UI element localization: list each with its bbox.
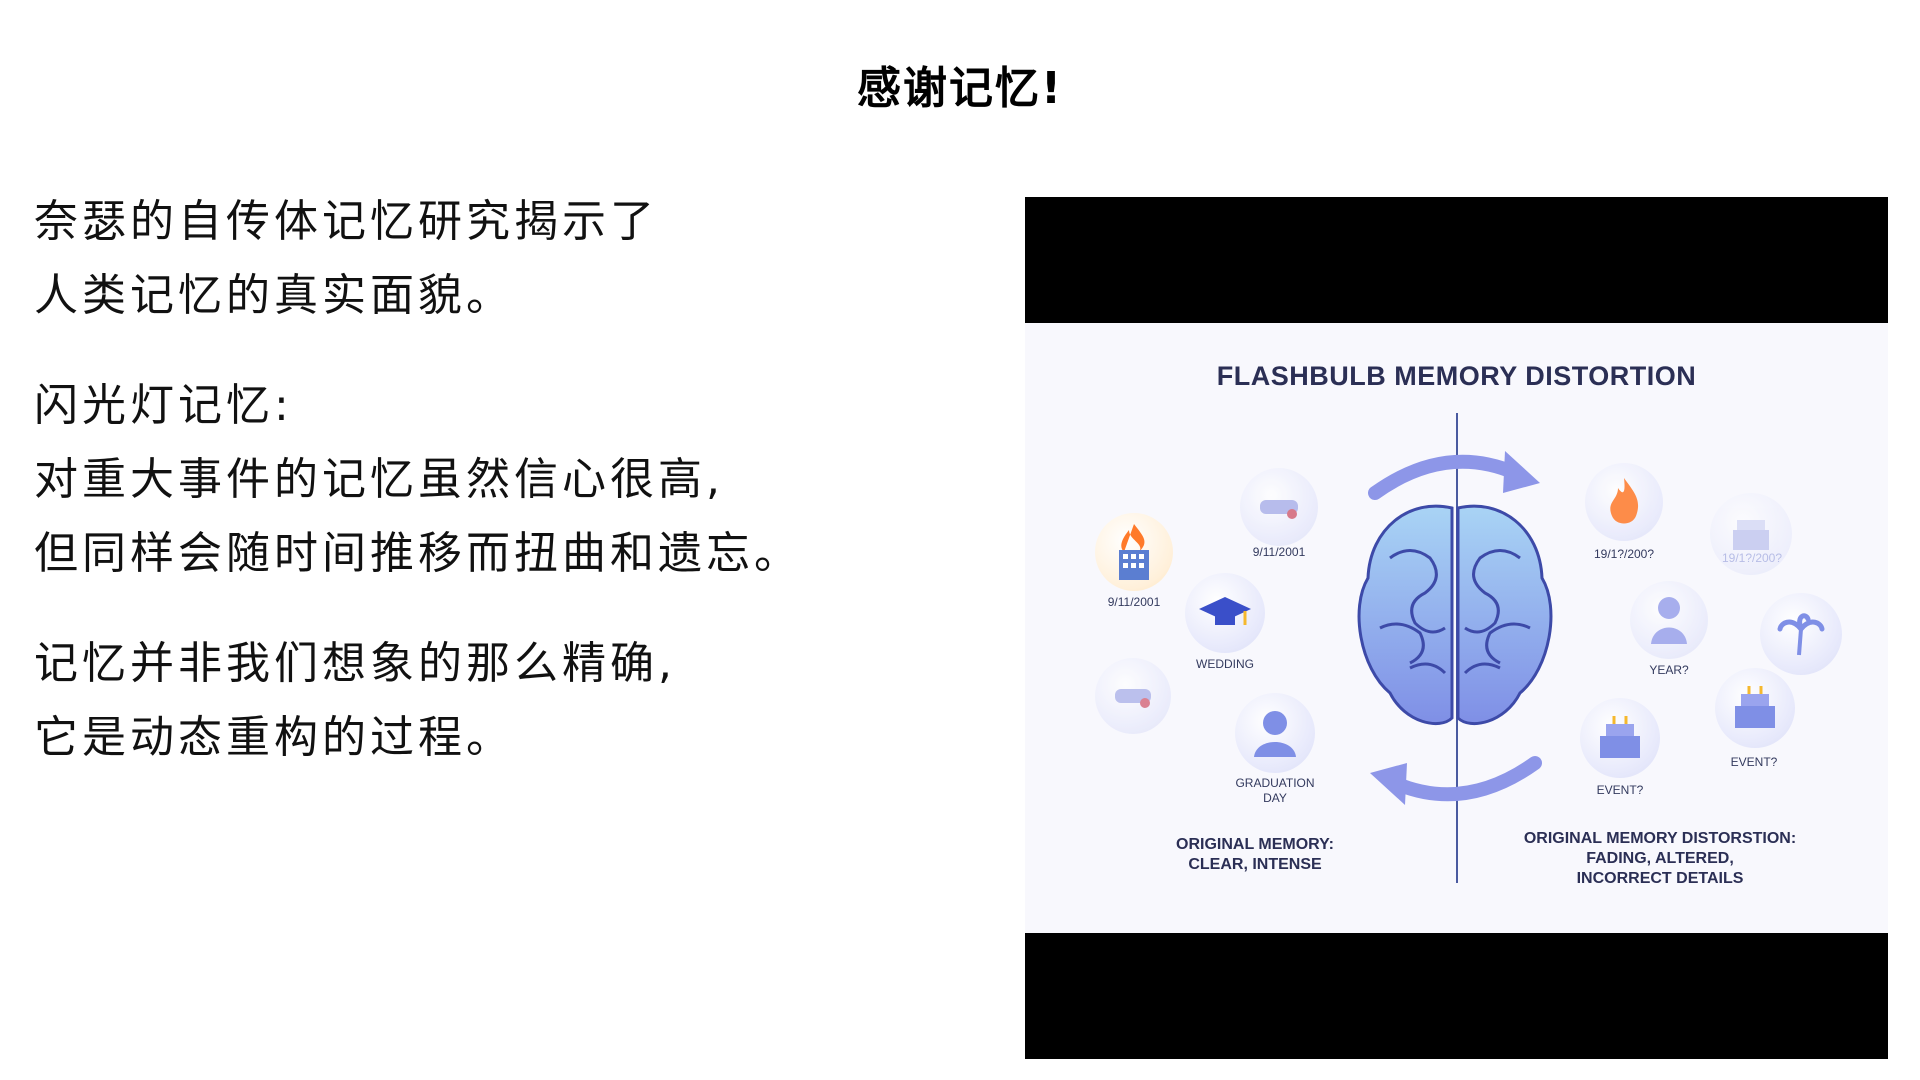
label-question: YEAR?	[1649, 663, 1689, 677]
label-date: 19/1?/200?	[1593, 547, 1655, 561]
body-line: 它是动态重构的过程。	[34, 712, 514, 763]
slide-title: 感谢记忆!	[856, 63, 1064, 114]
arrow-right-icon	[1368, 451, 1540, 500]
caption-line: CLEAR, INTENSE	[1188, 856, 1322, 873]
cake-icon	[1715, 668, 1795, 748]
diploma-icon	[1240, 468, 1318, 546]
body-line: 闪光灯记忆:	[34, 380, 293, 431]
fire-icon	[1585, 463, 1663, 541]
slide-body: 奈瑟的自传体记忆研究揭示了 人类记忆的真实面貌。 闪光灯记忆: 对重大事件的记忆…	[34, 185, 974, 811]
caption-distortion: ORIGINAL MEMORY DISTORSTION: FADING, ALT…	[1495, 829, 1825, 889]
body-line: 人类记忆的真实面貌。	[34, 270, 514, 321]
burning-building-icon	[1095, 513, 1173, 591]
brain-icon	[1357, 504, 1553, 726]
caption-original: ORIGINAL MEMORY: CLEAR, INTENSE	[1135, 835, 1375, 875]
body-line: 对重大事件的记忆虽然信心很高,	[34, 454, 724, 505]
person-icon	[1630, 581, 1708, 659]
label-date: 9/11/2001	[1252, 545, 1306, 559]
diploma-icon	[1095, 658, 1171, 734]
cake-icon	[1710, 493, 1792, 575]
caption-line: ORIGINAL MEMORY DISTORSTION:	[1523, 830, 1797, 847]
label-question: EVENT?	[1730, 755, 1778, 769]
graduation-cap-icon	[1185, 573, 1265, 653]
caption-line: INCORRECT DETAILS	[1576, 870, 1744, 887]
body-line: 但同样会随时间推移而扭曲和遗忘。	[34, 528, 802, 579]
caption-line: FADING, ALTERED,	[1586, 850, 1734, 867]
label-line: GRADUATION	[1235, 776, 1315, 790]
person-icon	[1235, 693, 1315, 773]
infographic-title: FLASHBULB MEMORY DISTORTION	[1216, 361, 1697, 391]
caption-line: ORIGINAL MEMORY:	[1176, 836, 1334, 853]
arrow-left-icon	[1370, 756, 1542, 805]
paragraph-2: 闪光灯记忆: 对重大事件的记忆虽然信心很高, 但同样会随时间推移而扭曲和遗忘。	[34, 369, 974, 591]
cake-icon	[1580, 698, 1660, 778]
palm-tree-icon	[1760, 593, 1842, 675]
label-event: WEDDING	[1196, 657, 1254, 671]
label-date: 9/11/2001	[1107, 595, 1161, 609]
label-date: 19/1?/200?	[1721, 551, 1783, 565]
paragraph-3: 记忆并非我们想象的那么精确, 它是动态重构的过程。	[34, 627, 974, 775]
media-frame: FLASHBULB MEMORY DISTORTION	[1025, 197, 1888, 1059]
body-line: 奈瑟的自传体记忆研究揭示了	[34, 196, 658, 247]
label-question: EVENT?	[1596, 783, 1644, 797]
body-line: 记忆并非我们想象的那么精确,	[34, 638, 676, 689]
flashbulb-infographic: FLASHBULB MEMORY DISTORTION	[1025, 323, 1888, 933]
label-event: GRADUATION DAY	[1225, 776, 1325, 806]
paragraph-1: 奈瑟的自传体记忆研究揭示了 人类记忆的真实面貌。	[34, 185, 974, 333]
label-line: DAY	[1263, 791, 1287, 805]
